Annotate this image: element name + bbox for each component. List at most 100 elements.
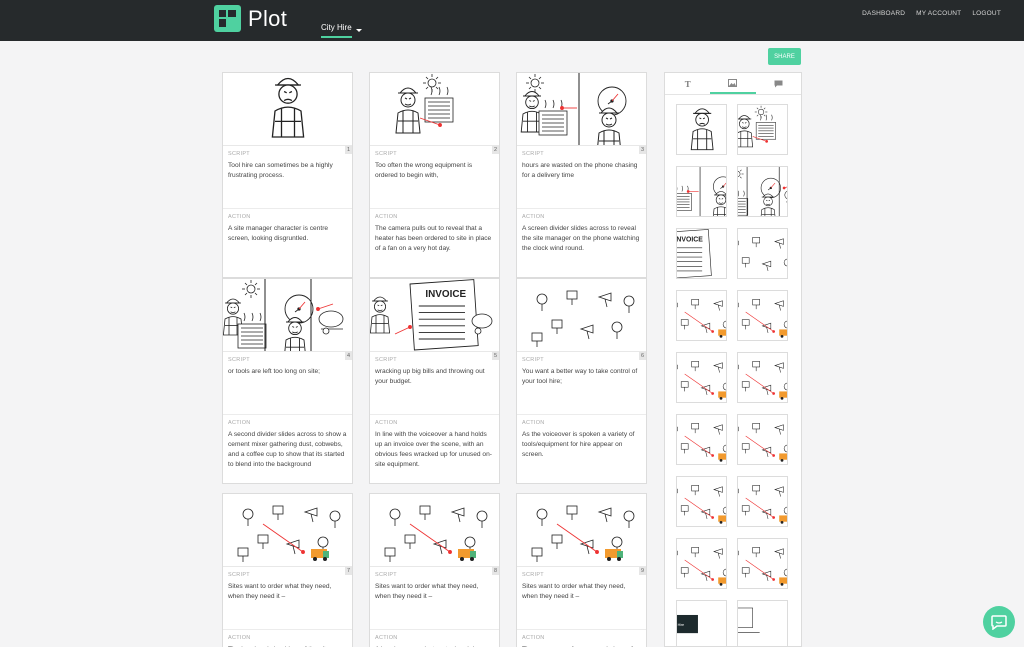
script-text[interactable]: Tool hire can sometimes be a highly frus… xyxy=(228,162,333,179)
frame-thumbnail[interactable] xyxy=(676,352,727,403)
tab-images[interactable] xyxy=(710,73,756,94)
action-label: ACTION xyxy=(522,635,545,641)
frame-sketch[interactable]: INVOICE xyxy=(370,279,499,352)
plot-logo-icon xyxy=(214,5,241,32)
frame-number: 8 xyxy=(491,567,499,575)
frame-sketch[interactable] xyxy=(223,73,352,146)
frame-number: 1 xyxy=(344,146,352,154)
action-text[interactable]: In line with the voiceover a hand holds … xyxy=(375,431,492,468)
plot-logo[interactable]: Plot xyxy=(214,5,287,32)
script-text[interactable]: Too often the wrong equipment is ordered… xyxy=(375,162,473,179)
action-text[interactable]: As the voiceover is spoken a variety of … xyxy=(522,431,635,458)
project-selector[interactable]: City Hire xyxy=(321,23,352,38)
frame-thumbnail[interactable] xyxy=(676,538,727,589)
text-tab-icon: T xyxy=(684,78,691,89)
script-text[interactable]: or tools are left too long on site; xyxy=(228,368,321,375)
frame-thumbnail[interactable] xyxy=(676,104,727,155)
thumbnail-sketch xyxy=(738,485,787,524)
thumbnail-sketch xyxy=(677,361,726,400)
thumbnail-sketch xyxy=(738,361,787,400)
nav-dashboard[interactable]: DASHBOARD xyxy=(862,10,906,17)
frame-sketch[interactable] xyxy=(517,279,646,352)
caret-down-icon[interactable] xyxy=(356,29,362,32)
sketch-illustration xyxy=(531,290,635,347)
frame-thumbnail[interactable] xyxy=(676,166,727,217)
svg-text:INVOICE: INVOICE xyxy=(677,237,703,244)
frame-number: 4 xyxy=(344,352,352,360)
tab-text[interactable]: T xyxy=(665,73,710,94)
script-text[interactable]: Sites want to order what they need, when… xyxy=(375,583,479,600)
script-label: SCRIPT xyxy=(228,151,250,157)
thumbnail-sketch xyxy=(738,105,777,148)
sketch-illustration xyxy=(384,505,488,562)
sketch-illustration xyxy=(271,77,305,138)
sketch-illustration xyxy=(520,73,627,145)
script-text[interactable]: wracking up big bills and throwing out y… xyxy=(375,368,485,385)
storyboard-frame[interactable]: INVOICE 5 SCRIPT wracking up big bills a… xyxy=(369,278,500,484)
frame-thumbnail[interactable] xyxy=(737,228,788,279)
top-bar: Plot City Hire DASHBOARD MY ACCOUNT LOGO… xyxy=(0,0,1024,41)
sketch-illustration xyxy=(237,505,341,562)
action-label: ACTION xyxy=(228,420,251,426)
share-button[interactable]: SHARE xyxy=(768,48,801,65)
storyboard-frame[interactable]: 9 SCRIPT Sites want to order what they n… xyxy=(516,493,647,647)
frame-sketch[interactable] xyxy=(370,73,499,146)
frame-thumbnail[interactable] xyxy=(737,476,788,527)
frame-thumbnail[interactable] xyxy=(737,166,788,217)
frame-thumbnail[interactable] xyxy=(737,414,788,465)
script-label: SCRIPT xyxy=(375,151,397,157)
thumbnail-sketch xyxy=(738,167,787,216)
storyboard-frame[interactable]: 6 SCRIPT You want a better way to take c… xyxy=(516,278,647,484)
action-text[interactable]: The camera pulls out to reveal that a he… xyxy=(375,225,492,252)
frame-sketch[interactable] xyxy=(223,494,352,567)
script-text[interactable]: Sites want to order what they need, when… xyxy=(228,583,332,600)
frame-thumbnail[interactable] xyxy=(737,538,788,589)
comment-tab-icon xyxy=(774,80,783,87)
frame-thumbnail[interactable] xyxy=(676,414,727,465)
action-label: ACTION xyxy=(228,635,251,641)
frame-thumbnail[interactable]: INVOICE xyxy=(676,228,727,279)
thumbnail-sketch xyxy=(738,299,787,338)
frame-number: 5 xyxy=(491,352,499,360)
action-text[interactable]: A site manager character is centre scree… xyxy=(228,225,329,242)
nav-my-account[interactable]: MY ACCOUNT xyxy=(916,10,962,17)
frame-number: 6 xyxy=(638,352,646,360)
action-label: ACTION xyxy=(522,420,545,426)
action-text[interactable]: A second divider slides across to show a… xyxy=(228,431,347,468)
frame-sketch[interactable] xyxy=(517,73,646,146)
frame-thumbnail[interactable] xyxy=(676,290,727,341)
frame-thumbnail[interactable] xyxy=(737,290,788,341)
action-text[interactable]: A screen divider slides across to reveal… xyxy=(522,225,640,252)
storyboard-frame[interactable]: 8 SCRIPT Sites want to order what they n… xyxy=(369,493,500,647)
frame-thumbnail[interactable] xyxy=(737,600,788,646)
storyboard-frame[interactable]: 2 SCRIPT Too often the wrong equipment i… xyxy=(369,72,500,278)
frame-number: 9 xyxy=(638,567,646,575)
storyboard-frame[interactable]: 3 SCRIPT hours are wasted on the phone c… xyxy=(516,72,647,278)
action-label: ACTION xyxy=(375,214,398,220)
frame-number: 3 xyxy=(638,146,646,154)
script-text[interactable]: You want a better way to take control of… xyxy=(522,368,638,385)
script-text[interactable]: Sites want to order what they need, when… xyxy=(522,583,626,600)
frame-sketch[interactable] xyxy=(223,279,352,352)
frame-thumbnail[interactable] xyxy=(676,476,727,527)
script-label: SCRIPT xyxy=(522,151,544,157)
nav-logout[interactable]: LOGOUT xyxy=(972,10,1001,17)
chat-icon xyxy=(991,614,1007,630)
chat-button[interactable] xyxy=(983,606,1015,638)
storyboard-frame[interactable]: 7 SCRIPT Sites want to order what they n… xyxy=(222,493,353,647)
frame-thumbnail[interactable] xyxy=(737,104,788,155)
tab-comments[interactable] xyxy=(756,73,801,94)
action-label: ACTION xyxy=(228,214,251,220)
frame-sketch[interactable] xyxy=(370,494,499,567)
frame-thumbnail[interactable]: City Hire xyxy=(676,600,727,646)
script-text[interactable]: hours are wasted on the phone chasing fo… xyxy=(522,162,638,179)
script-label: SCRIPT xyxy=(375,357,397,363)
brand-name: Plot xyxy=(248,5,288,31)
frame-thumbnail[interactable] xyxy=(737,352,788,403)
thumbnail-sketch xyxy=(677,485,726,524)
storyboard-frame[interactable]: 1 SCRIPT Tool hire can sometimes be a hi… xyxy=(222,72,353,278)
storyboard-frame[interactable]: 4 SCRIPT or tools are left too long on s… xyxy=(222,278,353,484)
script-label: SCRIPT xyxy=(522,357,544,363)
frame-sketch[interactable] xyxy=(517,494,646,567)
top-nav: DASHBOARD MY ACCOUNT LOGOUT xyxy=(862,10,1001,17)
